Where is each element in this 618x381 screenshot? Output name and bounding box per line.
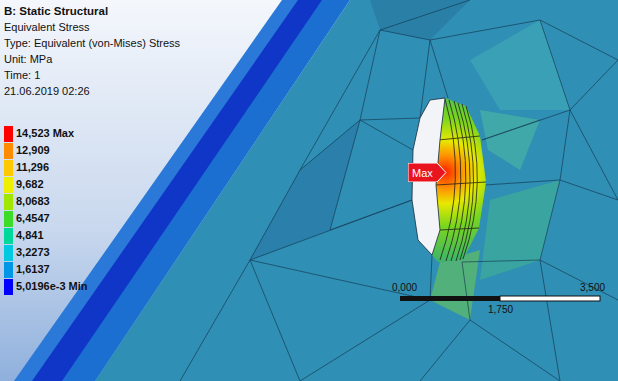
legend-value: 9,682 (16, 178, 44, 191)
result-type: Equivalent Stress (4, 21, 90, 34)
legend-value: 12,909 (16, 144, 50, 157)
legend-value: 3,2273 (16, 246, 50, 259)
marker-text: Max (408, 165, 445, 182)
time-note: Time: 1 (4, 69, 40, 82)
legend-value: 6,4547 (16, 212, 50, 225)
legend-value: 5,0196e-3 Min (16, 280, 88, 293)
legend-value: 4,841 (16, 229, 44, 242)
legend-swatch (4, 228, 13, 244)
legend-swatch (4, 143, 13, 159)
result-type: Type: Equivalent (von-Mises) Stress (4, 37, 180, 50)
legend-value: 8,0683 (16, 195, 50, 208)
legend-swatch (4, 245, 13, 261)
max-marker: Max (408, 163, 445, 182)
date-stamp: 21.06.2019 02:26 (4, 85, 90, 98)
marker-shape (408, 163, 446, 182)
legend-value: 14,523 Max (16, 127, 74, 140)
legend-swatch (4, 126, 13, 142)
legend-swatch (4, 211, 13, 227)
unit-note: Unit: MPa (4, 53, 52, 66)
scale-label: 1,750 (488, 304, 513, 316)
scale-label: 0,000 (392, 282, 417, 294)
legend-swatch (4, 160, 13, 176)
legend-swatch (4, 279, 13, 295)
legend-value: 11,296 (16, 161, 49, 174)
legend-swatch (4, 262, 13, 278)
scale-label: 3,500 (580, 282, 605, 294)
legend-swatch (4, 177, 13, 193)
legend-swatch (4, 194, 13, 210)
legend-value: 1,6137 (16, 263, 50, 276)
result-title: B: Static Structural (4, 4, 108, 18)
